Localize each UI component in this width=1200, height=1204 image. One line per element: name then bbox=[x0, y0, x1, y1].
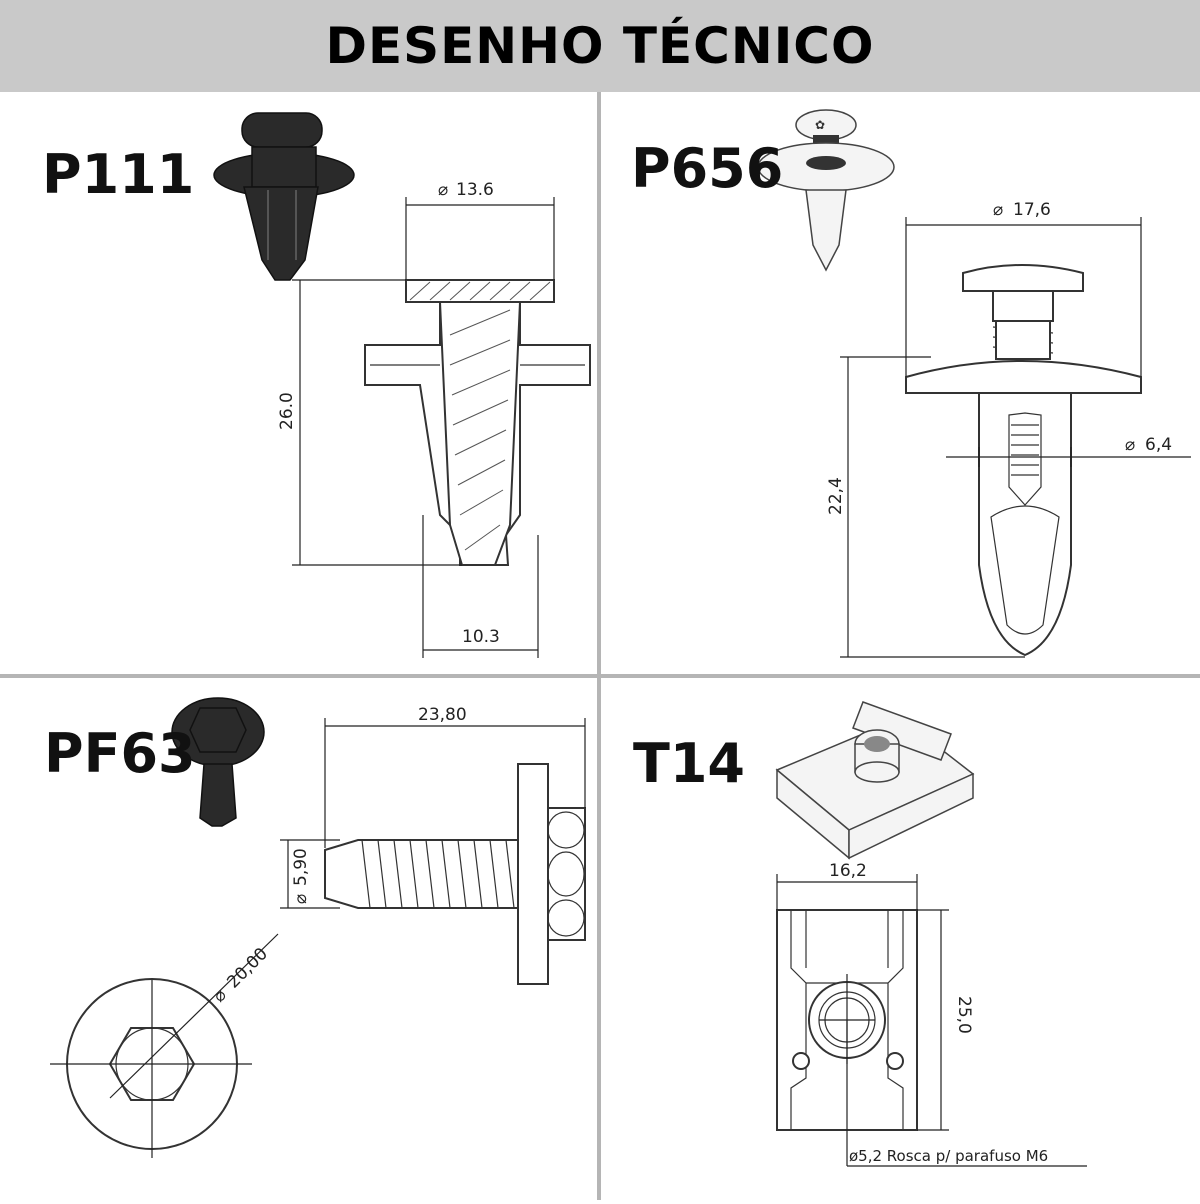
pf63-dim-thread-diameter: 5,90 bbox=[291, 848, 311, 886]
p111-dim-diameter-symbol: ⌀ bbox=[438, 180, 448, 200]
pf63-dim-washer-diameter: 20,00 bbox=[223, 944, 272, 993]
pf63-drawing: 23,80 ⌀ 5,90 ⌀ 20,00 bbox=[50, 697, 586, 1158]
pf63-dim-length: 23,80 bbox=[418, 705, 467, 725]
svg-text:✿: ✿ bbox=[815, 118, 825, 132]
p656-drawing: ✿ ⌀ 17,6 22,4 ⌀ 6 bbox=[757, 109, 1191, 658]
t14-drawing: 16,2 25,0 ø5,2 Rosca p/ parafuso M6 bbox=[775, 701, 1087, 1167]
p111-section bbox=[364, 279, 591, 566]
part-code-pf63: PF63 bbox=[44, 722, 196, 785]
part-code-p111: P111 bbox=[42, 143, 195, 206]
t14-photo bbox=[775, 701, 975, 860]
p111-dim-head-diameter: 13.6 bbox=[456, 180, 494, 200]
p656-dim-height: 22,4 bbox=[826, 477, 846, 515]
t14-thread-note: ø5,2 Rosca p/ parafuso M6 bbox=[849, 1147, 1048, 1165]
pf63-photo bbox=[171, 697, 265, 827]
part-code-p656: P656 bbox=[631, 137, 784, 200]
p111-drawing: ⌀ 13.6 26.0 10.3 bbox=[213, 112, 591, 658]
t14-dim-height: 25,0 bbox=[954, 996, 974, 1034]
panel-t14: T14 bbox=[601, 678, 1200, 1200]
p656-section bbox=[905, 264, 1142, 657]
panel-p656: P656 ✿ ⌀ 17,6 bbox=[601, 95, 1200, 674]
p656-dim-diameter-symbol-2: ⌀ bbox=[1125, 435, 1135, 455]
pf63-side-view bbox=[324, 763, 586, 985]
panel-p111: P111 bbox=[0, 95, 597, 674]
p111-dimensions: ⌀ 13.6 26.0 10.3 bbox=[277, 180, 555, 658]
horizontal-divider bbox=[0, 674, 1200, 678]
vertical-divider bbox=[597, 92, 601, 1200]
p111-photo bbox=[213, 112, 355, 281]
p111-dim-body-width: 10.3 bbox=[462, 627, 500, 647]
panel-pf63: PF63 23,80 ⌀ 5,90 bbox=[0, 678, 597, 1200]
p656-dim-diameter-symbol: ⌀ bbox=[993, 200, 1003, 220]
pf63-dim-thread-diameter-symbol: ⌀ bbox=[291, 894, 311, 904]
p111-dim-height: 26.0 bbox=[277, 392, 297, 430]
p656-dim-hole-diameter: 6,4 bbox=[1145, 435, 1172, 455]
page-title: DESENHO TÉCNICO bbox=[325, 17, 875, 75]
t14-top-view bbox=[776, 909, 918, 1131]
t14-dimensions: 16,2 25,0 ø5,2 Rosca p/ parafuso M6 bbox=[776, 861, 1087, 1167]
p656-photo: ✿ bbox=[757, 109, 895, 272]
header-bar: DESENHO TÉCNICO bbox=[0, 0, 1200, 92]
part-code-t14: T14 bbox=[633, 732, 745, 795]
pf63-front-view: ⌀ 20,00 bbox=[50, 933, 279, 1158]
p656-dim-head-diameter: 17,6 bbox=[1013, 200, 1051, 220]
t14-dim-width: 16,2 bbox=[829, 861, 867, 881]
pf63-dimensions: 23,80 ⌀ 5,90 bbox=[280, 705, 586, 909]
p656-dimensions: ⌀ 17,6 22,4 ⌀ 6,4 bbox=[826, 200, 1191, 658]
